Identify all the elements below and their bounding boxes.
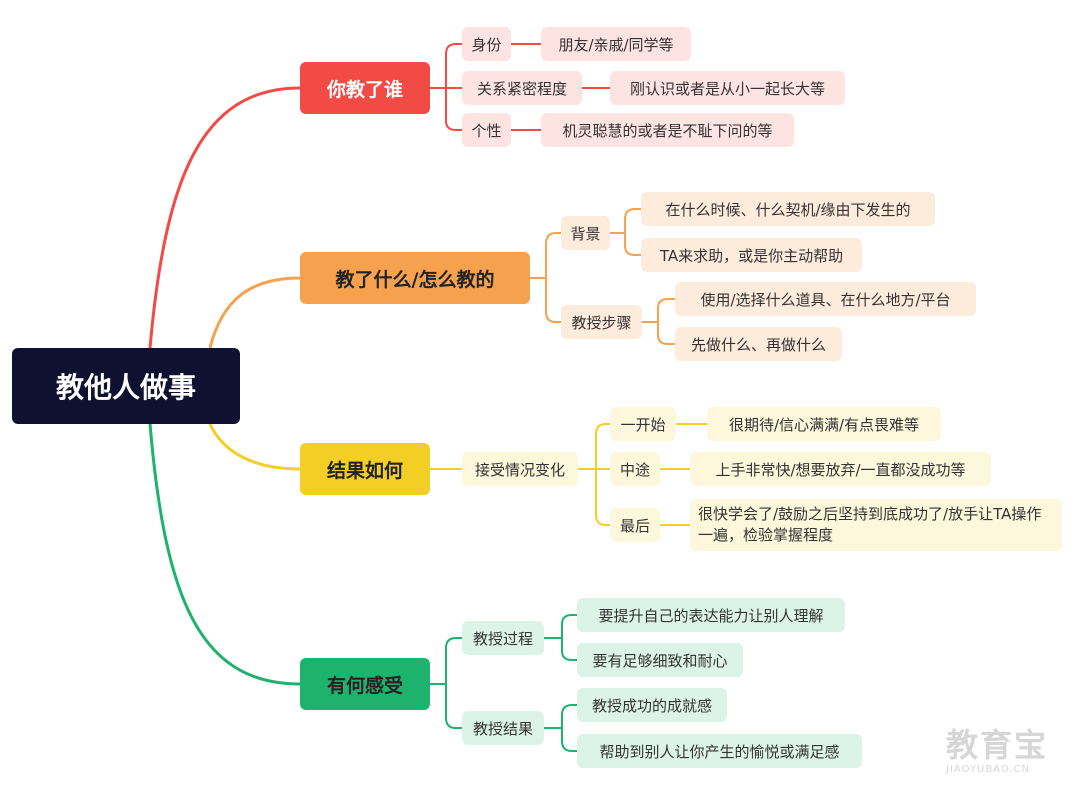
topic-closeness[interactable]: 关系紧密程度 [462, 71, 582, 105]
topic-identity[interactable]: 身份 [462, 27, 511, 61]
watermark-logo-text: 教育宝 [946, 726, 1049, 764]
detail-midway[interactable]: 上手非常快/想要放弃/一直都没成功等 [690, 452, 991, 486]
stage-beginning[interactable]: 一开始 [610, 407, 676, 441]
branch-feelings[interactable]: 有何感受 [300, 658, 430, 710]
topic-teaching-process[interactable]: 教授过程 [462, 621, 544, 655]
detail-closeness[interactable]: 刚认识或者是从小一起长大等 [610, 71, 845, 105]
detail-personality[interactable]: 机灵聪慧的或者是不耻下问的等 [541, 113, 794, 147]
detail-background-when[interactable]: 在什么时候、什么契机/缘由下发生的 [641, 192, 935, 226]
detail-result-achievement[interactable]: 教授成功的成就感 [577, 688, 727, 722]
stage-midway[interactable]: 中途 [610, 452, 660, 486]
detail-steps-tools[interactable]: 使用/选择什么道具、在什么地方/平台 [675, 282, 976, 316]
topic-acceptance-change[interactable]: 接受情况变化 [462, 452, 578, 486]
detail-steps-order[interactable]: 先做什么、再做什么 [675, 327, 842, 361]
detail-final[interactable]: 很快学会了/鼓励之后坚持到底成功了/放手让TA操作一遍，检验掌握程度 [690, 499, 1062, 551]
detail-process-patience[interactable]: 要有足够细致和耐心 [577, 643, 743, 677]
stage-final[interactable]: 最后 [610, 508, 660, 542]
watermark-site-text: JIAOYUBAO.CN [946, 764, 1030, 775]
branch-result[interactable]: 结果如何 [300, 443, 430, 495]
detail-process-expression[interactable]: 要提升自己的表达能力让别人理解 [577, 598, 845, 632]
root-node[interactable]: 教他人做事 [12, 348, 240, 424]
detail-result-joy[interactable]: 帮助到别人让你产生的愉悦或满足感 [577, 734, 862, 768]
topic-personality[interactable]: 个性 [462, 113, 511, 147]
branch-what-how-taught[interactable]: 教了什么/怎么教的 [300, 252, 530, 304]
detail-identity[interactable]: 朋友/亲戚/同学等 [541, 27, 691, 61]
branch-who-you-taught[interactable]: 你教了谁 [300, 62, 430, 114]
topic-teaching-steps[interactable]: 教授步骤 [561, 305, 642, 339]
topic-teaching-result[interactable]: 教授结果 [462, 711, 544, 745]
detail-beginning[interactable]: 很期待/信心满满/有点畏难等 [707, 407, 941, 441]
watermark-logo: 教育宝 JIAOYUBAO.CN [946, 720, 1048, 775]
detail-background-help[interactable]: TA来求助，或是你主动帮助 [641, 238, 862, 272]
topic-background[interactable]: 背景 [561, 216, 610, 250]
